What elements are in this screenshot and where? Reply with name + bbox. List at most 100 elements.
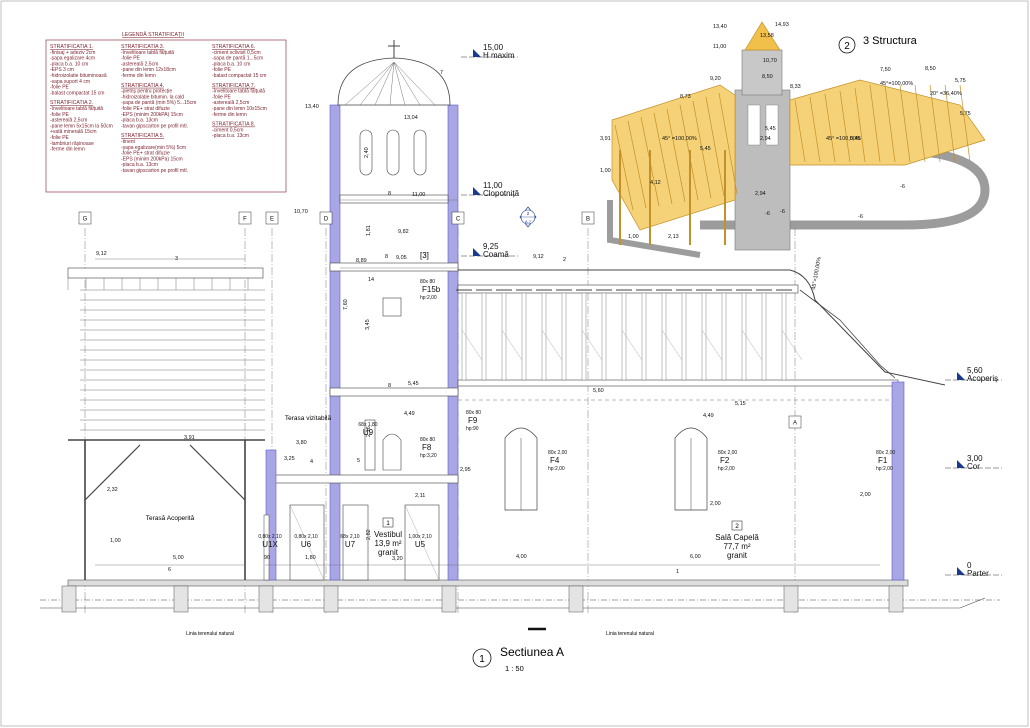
legend-line: -ferme din lemn [212,112,247,118]
brace [461,329,483,361]
level-value: 5,60 [967,366,983,375]
dimension-label: 1,81 [366,225,372,236]
legend-line: -EPS (minim 200kPa) 15cm [121,156,183,162]
level-value: 9,25 [483,242,499,251]
legend-line: -învelitoare tablă fălțuită [121,50,174,56]
legend-line: -lambriuri răşinoase [50,141,94,147]
dimension-label: 2,40 [364,147,370,158]
brace [541,329,563,361]
window-F15b [382,297,402,317]
level-value: 15,00 [483,43,504,52]
structure-label: 20° =36,40% [930,91,962,97]
window-size: 80x 80 [420,437,435,443]
legend-heading: STRATIFICATIA 1. [50,44,93,50]
footing [568,585,584,613]
door-size: 68x 1,80 [358,422,377,428]
legend-line: -asterealâ 2,5cm [50,118,87,124]
room-area: 77,7 m² [723,542,750,551]
structure-label: 5,75 [955,78,966,84]
truss-member [884,84,896,163]
truss-member [614,124,634,211]
ground-slab [67,579,909,587]
tower-window [386,129,400,176]
tower-slab [329,387,459,397]
level-flag [473,187,481,195]
structure-label: 8,73 [680,94,691,100]
dimension-label: 2 [563,257,566,263]
brace [501,329,523,361]
dimension-label: 7,60 [343,299,349,310]
tower-dome-truss [744,21,781,51]
level-name: H maxim [483,51,515,60]
dimension-label: 1 [676,569,679,575]
window-size: 80x 80 [466,410,481,416]
rafter-post [581,292,587,381]
dimension-label: 14 [368,277,374,283]
structure-label: 8,50 [925,66,936,72]
structure-label: 8,33 [790,84,801,90]
window-id: F9 [468,416,478,425]
rafter-post [661,292,667,381]
structure-title: 3 Structura [863,35,918,47]
footing [61,585,77,613]
rafter-post [721,292,727,381]
room-name: Sală Capelă [715,533,759,542]
dome-rib [393,61,421,106]
axis-label: A [793,421,797,427]
brace [661,329,683,361]
legend-line: -EPS 3 cm [50,67,74,73]
truss-member [899,84,911,163]
brace [621,329,643,361]
label-terrain-2: Linia terenului natural [606,631,654,637]
legend-line: -folie PE [212,67,232,73]
label-terasa-vizitabila: Terasa vizitabilă [285,415,332,422]
section-reference: 2 A-7 [519,206,537,228]
foundation-wall-left [607,200,701,258]
dimension-label: 3,45 [365,319,371,330]
terrace-roof-edge [67,267,264,279]
dimension-label: 5,45 [408,381,419,387]
door-size: 1,00x 2,10 [408,534,432,540]
dimension-label: 5,15 [735,401,746,407]
legend-line: -placa b.a. 13cm [212,133,249,139]
door-id: U9 [363,428,374,437]
brace [781,329,803,361]
door-size: 68x 2,10 [340,534,359,540]
bell-tower [734,89,791,251]
window-hp: hp:3,20 [420,453,437,459]
window-F8 [382,433,402,471]
window-id: F8 [422,443,432,452]
structure-label: 1,00 [628,234,639,240]
legend-heading: STRATIFICATIA 5. [121,133,164,139]
legend-line: -placa b.a. 10 cm [50,61,88,67]
truss-member [718,92,738,195]
room-number-box [382,517,394,528]
rafters [456,289,803,381]
window-id: F2 [720,456,730,465]
dimension-label: 4,00 [516,554,527,560]
door-size: 0,80x 2,10 [294,534,318,540]
room-vestibul: 1 Vestibul 13,9 m² granit [374,517,402,557]
dimension-label: 8 [388,191,391,197]
axis-label: G [83,217,88,223]
legend-line: -pane lemn 5x15cm la 50cm [50,123,113,129]
level-flag [957,460,965,468]
legend-line: -tavan gipscarton pe profil mtl. [121,123,188,129]
axis-bubble [238,211,252,225]
dimension-label: 1,80 [305,555,316,561]
window-size: 80x 2,00 [718,450,737,456]
level-name: Cor [967,462,980,471]
structure-label: 5,75 [960,111,971,117]
dimension-label: 10,70 [294,209,308,215]
rafter-post [601,292,607,381]
axis-label: F [243,217,247,223]
room-number: 2 [735,523,739,530]
tower-window [413,129,427,176]
label-terasa-acoperita: Terasă Acoperită [146,515,195,522]
dimension-label: 4,49 [703,413,714,419]
title-num: 1 [479,654,485,665]
legend-heading: STRATIFICATIA 7. [212,83,255,89]
terrace-brace [189,444,246,501]
door-U1X [263,514,270,581]
structure-label: 11,00 [713,44,726,50]
